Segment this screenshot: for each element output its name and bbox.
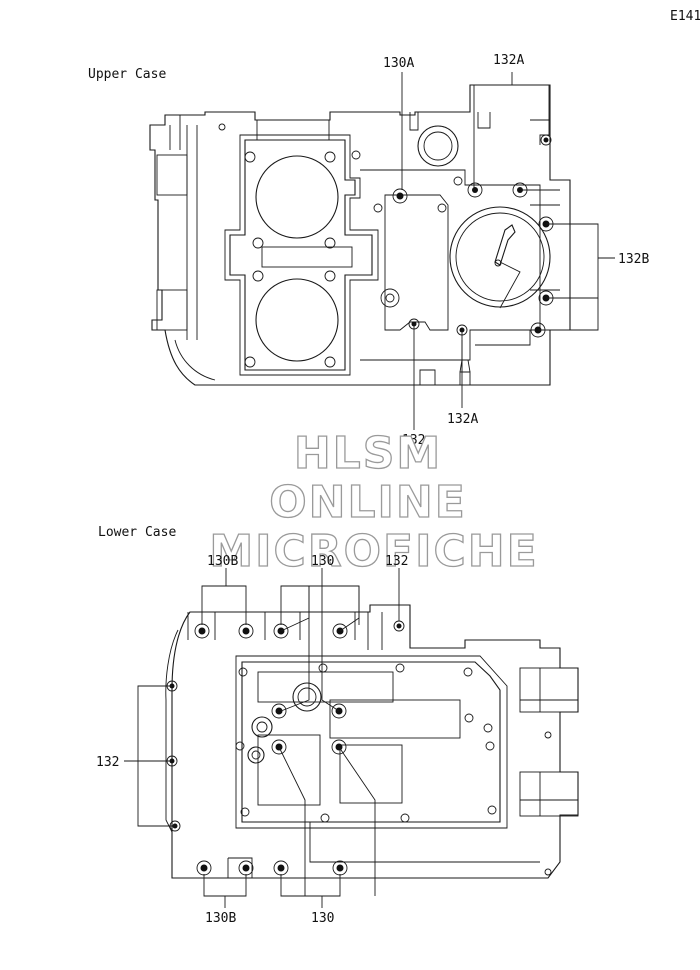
watermark-line-2: ONLINE [269,477,467,528]
watermark: HLSM ONLINE MICROFICHE [209,427,538,577]
upper-case-title: Upper Case [88,67,166,82]
upper-case-drawing [149,72,615,430]
lower-case-drawing [124,568,579,908]
figure-code: E1412 [670,9,700,24]
label-130-bottom: 130 [311,911,334,926]
watermark-line-3: MICROFICHE [209,526,538,577]
label-130b-bottom: 130B [205,911,236,926]
watermark-line-1: HLSM [294,428,442,479]
lower-bolt-markers [166,620,405,876]
label-130b-top: 130B [207,554,238,569]
label-130a: 130A [383,56,414,71]
label-132-top: 132 [385,554,408,569]
label-130-top: 130 [311,554,334,569]
upper-bolt-markers [392,134,554,338]
label-132-left: 132 [96,755,119,770]
label-132-upper: 132 [402,433,425,448]
label-132b: 132B [618,252,649,267]
label-132a-bottom: 132A [447,412,478,427]
lower-case-title: Lower Case [98,525,176,540]
label-132a-top: 132A [493,53,524,68]
